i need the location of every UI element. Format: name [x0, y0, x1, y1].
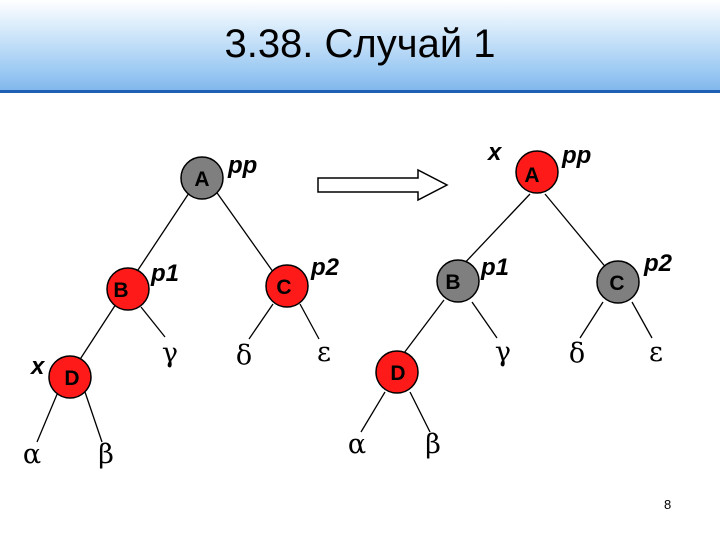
right-tree-edges [360, 193, 653, 433]
page-number: 8 [664, 497, 672, 512]
left-node-c-circle [265, 264, 309, 308]
right-node-a-circle [515, 150, 559, 194]
left-node-c-tag: p2 [310, 254, 340, 281]
left-tree-edges [36, 189, 320, 443]
edge-b-gamma [140, 306, 166, 338]
hollow-right-arrow-icon [317, 168, 449, 202]
right-node-a: A x pp [486, 139, 591, 194]
right-node-a-tag-left: x [486, 139, 503, 166]
right-node-b: B p1 [436, 254, 509, 303]
edge-c-epsilon [299, 303, 320, 340]
right-node-c-label: C [609, 272, 624, 295]
right-node-b-label: B [445, 271, 460, 294]
left-subtree-alpha: α [23, 439, 41, 470]
edge-d-alpha-right [360, 391, 386, 433]
left-node-a-circle [180, 156, 224, 200]
right-subtree-gamma: γ [495, 337, 511, 368]
right-subtree-alpha: α [348, 429, 366, 460]
left-node-d: D x [29, 353, 92, 399]
left-node-a-tag: pp [227, 152, 257, 179]
title-bar [0, 0, 720, 92]
edge-a-b [133, 189, 192, 277]
edge-a-c [214, 189, 277, 277]
edge-c-delta [248, 303, 274, 340]
right-subtree-beta: β [425, 429, 441, 460]
edge-c-epsilon-right [631, 301, 653, 339]
edge-d-beta-right [409, 391, 431, 433]
edge-c-delta-right [579, 301, 604, 339]
left-node-b-tag: p1 [150, 260, 179, 287]
right-node-b-tag: p1 [480, 254, 509, 281]
left-subtree-gamma: γ [162, 338, 178, 369]
left-node-b-circle [106, 267, 150, 311]
edge-a-b-right [459, 193, 531, 269]
right-node-c-circle [596, 260, 640, 304]
edge-b-d [76, 303, 117, 365]
right-subtree-epsilon: ε [649, 337, 663, 368]
right-node-c: C p2 [596, 250, 673, 304]
left-node-d-label: D [64, 367, 79, 390]
left-node-b: B p1 [106, 260, 179, 311]
slide-title: 3.38. Случай 1 [224, 22, 496, 66]
left-node-a-label: A [194, 168, 209, 191]
right-node-d-circle [375, 350, 419, 394]
left-node-b-label: B [113, 279, 128, 302]
left-node-d-circle [48, 355, 92, 399]
right-node-a-label: A [524, 164, 539, 187]
right-node-c-tag: p2 [643, 250, 673, 277]
edge-d-beta [84, 391, 103, 443]
left-node-a: A pp [180, 152, 257, 200]
left-subtree-epsilon: ε [317, 337, 331, 368]
left-node-d-tag: x [29, 353, 46, 380]
right-subtree-delta: δ [569, 338, 585, 369]
left-node-c: C p2 [265, 254, 340, 308]
right-node-b-circle [436, 259, 480, 303]
right-node-d: D [375, 350, 419, 394]
edge-b-d-right [403, 299, 445, 354]
right-node-d-label: D [390, 362, 405, 385]
left-subtree-beta: β [98, 439, 114, 470]
right-node-a-tag-right: pp [561, 142, 591, 169]
edge-a-c-right [544, 193, 609, 271]
title-underline [0, 90, 720, 93]
edge-d-alpha [36, 391, 59, 443]
edge-b-gamma-right [471, 301, 498, 339]
left-node-c-label: C [276, 276, 291, 299]
left-subtree-delta: δ [236, 340, 252, 371]
